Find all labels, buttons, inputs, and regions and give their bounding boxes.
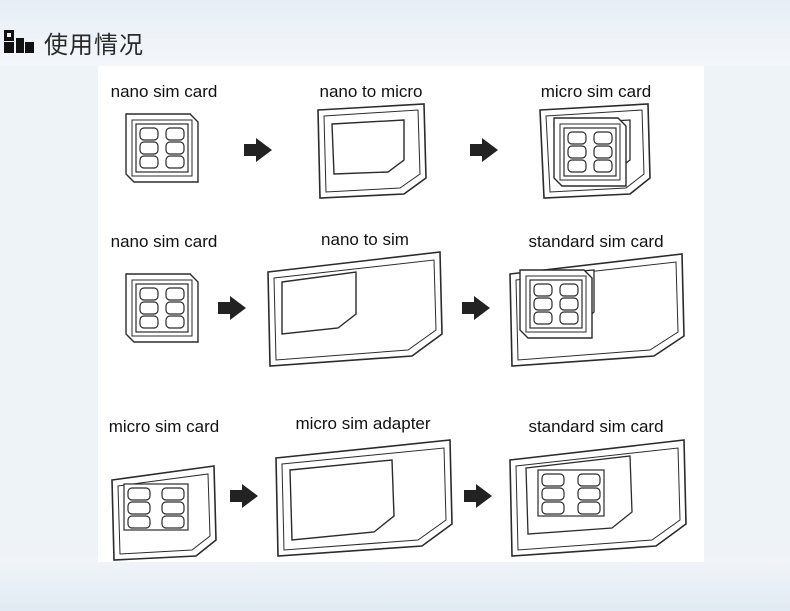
arrow-icon <box>464 484 492 508</box>
arrow-icon <box>244 138 272 162</box>
row-2-right-label: standard sim card <box>528 232 663 251</box>
page-title: 使用情况 <box>44 30 144 59</box>
row-3: micro sim card micro sim adapter standar… <box>109 414 687 561</box>
standard-sim-card-drawing <box>509 439 687 557</box>
arrow-icon <box>462 296 490 320</box>
micro-sim-card-drawing <box>111 465 217 561</box>
nano-to-sim-adapter-drawing <box>267 251 443 367</box>
top-background-band <box>0 0 790 66</box>
section-header: 使用情况 <box>4 24 144 60</box>
row-2-middle-label: nano to sim <box>321 230 409 249</box>
standard-sim-card-drawing <box>509 253 685 367</box>
row-3-left-label: micro sim card <box>109 417 220 436</box>
nano-sim-card-drawing <box>125 273 199 343</box>
row-1-right-label: micro sim card <box>541 82 652 101</box>
row-2: nano sim card nano to sim standard sim c… <box>111 230 685 367</box>
arrow-icon <box>218 296 246 320</box>
row-1: nano sim card nano to micro micro sim ca… <box>111 82 652 199</box>
micro-sim-adapter-drawing <box>275 439 453 557</box>
row-2-left-label: nano sim card <box>111 232 218 251</box>
micro-sim-card-drawing <box>539 103 651 199</box>
nano-to-micro-adapter-drawing <box>317 103 427 199</box>
arrow-icon <box>470 138 498 162</box>
row-3-middle-label: micro sim adapter <box>295 414 430 433</box>
row-3-right-label: standard sim card <box>528 417 663 436</box>
grid-blocks-icon <box>4 30 34 53</box>
bottom-background-band <box>0 556 790 611</box>
nano-sim-card-drawing <box>125 113 199 183</box>
arrow-icon <box>230 484 258 508</box>
row-1-left-label: nano sim card <box>111 82 218 101</box>
row-1-middle-label: nano to micro <box>320 82 423 101</box>
